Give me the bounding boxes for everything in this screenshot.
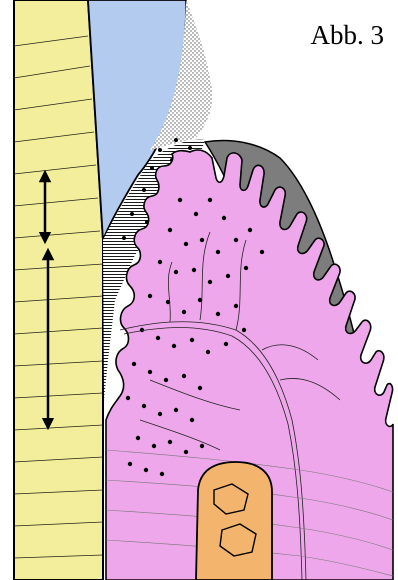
alveolar-bone [196, 462, 272, 580]
tooth-root [14, 0, 103, 580]
figure-label: Abb. 3 [311, 22, 385, 49]
